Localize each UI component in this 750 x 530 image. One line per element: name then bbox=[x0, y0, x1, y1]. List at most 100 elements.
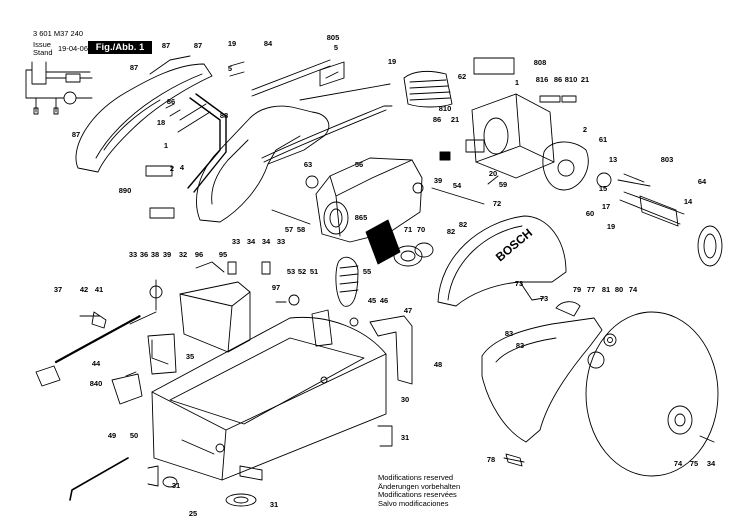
line-art bbox=[25, 55, 723, 507]
callout-74: 74 bbox=[629, 285, 638, 294]
callout-81: 81 bbox=[602, 285, 610, 294]
callout-72: 72 bbox=[493, 199, 501, 208]
base-assembly bbox=[147, 316, 393, 507]
callout-38: 38 bbox=[151, 250, 159, 259]
callout-46: 46 bbox=[380, 296, 388, 305]
callout-49: 49 bbox=[108, 431, 116, 440]
stand-label: Stand bbox=[33, 48, 53, 57]
callout-19: 19 bbox=[388, 57, 396, 66]
callout-17: 17 bbox=[602, 202, 610, 211]
callout-4: 4 bbox=[180, 163, 185, 172]
callout-47: 47 bbox=[404, 306, 412, 315]
callout-13: 13 bbox=[609, 155, 617, 164]
callout-53: 53 bbox=[287, 267, 295, 276]
callout-50: 50 bbox=[130, 431, 138, 440]
callout-60: 60 bbox=[586, 209, 594, 218]
callout-80: 80 bbox=[615, 285, 623, 294]
callout-31: 31 bbox=[270, 500, 278, 509]
callout-31: 31 bbox=[172, 481, 180, 490]
lower-guard bbox=[481, 301, 603, 467]
callout-48: 48 bbox=[434, 360, 442, 369]
callout-86: 86 bbox=[554, 75, 562, 84]
issue-label: Issue bbox=[33, 40, 51, 49]
callout-20: 20 bbox=[489, 169, 497, 178]
callout-33: 33 bbox=[277, 237, 285, 246]
cutting-disc bbox=[585, 311, 719, 477]
callout-73: 73 bbox=[515, 279, 523, 288]
hex-key bbox=[69, 457, 129, 501]
callout-19: 19 bbox=[228, 39, 236, 48]
callout-30: 30 bbox=[401, 395, 409, 404]
callout-87: 87 bbox=[194, 41, 202, 50]
callout-82: 82 bbox=[459, 220, 467, 229]
callout-2: 2 bbox=[583, 125, 587, 134]
callout-25: 25 bbox=[189, 509, 197, 518]
housing bbox=[196, 59, 393, 223]
callout-82: 82 bbox=[447, 227, 455, 236]
note-line: Modifications reserved bbox=[378, 473, 454, 482]
handle-assembly bbox=[75, 55, 227, 219]
callout-86: 86 bbox=[433, 115, 441, 124]
callout-18: 18 bbox=[157, 118, 165, 127]
callout-36: 36 bbox=[140, 250, 148, 259]
callout-74: 74 bbox=[674, 459, 683, 468]
callout-35: 35 bbox=[186, 352, 194, 361]
brush-ring bbox=[365, 219, 434, 267]
callout-5: 5 bbox=[334, 43, 338, 52]
callout-39: 39 bbox=[434, 176, 442, 185]
callout-75: 75 bbox=[690, 459, 698, 468]
callout-32: 32 bbox=[179, 250, 187, 259]
callout-54: 54 bbox=[453, 181, 462, 190]
callout-816: 816 bbox=[536, 75, 549, 84]
callout-1: 1 bbox=[515, 78, 519, 87]
callout-86: 86 bbox=[167, 97, 175, 106]
callout-95: 95 bbox=[219, 250, 227, 259]
callout-865: 865 bbox=[355, 213, 368, 222]
callout-97: 97 bbox=[272, 283, 280, 292]
modification-notes: Modifications reserved Änderungen vorbeh… bbox=[378, 473, 460, 508]
callout-15: 15 bbox=[599, 184, 607, 193]
callout-83: 83 bbox=[505, 329, 513, 338]
callout-62: 62 bbox=[458, 72, 466, 81]
blade-guard bbox=[437, 215, 567, 307]
callout-840: 840 bbox=[90, 379, 103, 388]
callout-37: 37 bbox=[54, 285, 62, 294]
callout-57: 57 bbox=[285, 225, 293, 234]
callout-34: 34 bbox=[707, 459, 716, 468]
callout-71: 71 bbox=[404, 225, 412, 234]
motor bbox=[403, 57, 723, 267]
callout-87: 87 bbox=[130, 63, 138, 72]
callout-88: 88 bbox=[220, 111, 228, 120]
callout-890: 890 bbox=[119, 186, 132, 195]
callout-78: 78 bbox=[487, 455, 495, 464]
callout-808: 808 bbox=[534, 58, 547, 67]
callout-59: 59 bbox=[499, 180, 507, 189]
callout-87: 87 bbox=[162, 41, 170, 50]
callout-21: 21 bbox=[581, 75, 589, 84]
callout-44: 44 bbox=[92, 359, 101, 368]
callout-64: 64 bbox=[698, 177, 707, 186]
callout-2: 2 bbox=[170, 164, 174, 173]
callout-34: 34 bbox=[247, 237, 256, 246]
callout-45: 45 bbox=[368, 296, 376, 305]
note-line: Salvo modificaciones bbox=[378, 498, 449, 508]
callout-810: 810 bbox=[439, 104, 452, 113]
callout-31: 31 bbox=[401, 433, 409, 442]
callout-5: 5 bbox=[228, 64, 232, 73]
callout-810: 810 bbox=[565, 75, 578, 84]
callout-39: 39 bbox=[163, 250, 171, 259]
issue-date: 19-04-06 bbox=[58, 44, 89, 53]
callout-1: 1 bbox=[164, 141, 168, 150]
note-line: Modifications reservées bbox=[378, 490, 457, 500]
callout-63: 63 bbox=[304, 160, 312, 169]
callout-51: 51 bbox=[310, 267, 318, 276]
callout-805: 805 bbox=[327, 33, 340, 42]
callout-14: 14 bbox=[684, 197, 693, 206]
callout-96: 96 bbox=[195, 250, 203, 259]
doc-number: 3 601 M37 240 bbox=[33, 29, 84, 38]
callout-79: 79 bbox=[573, 285, 581, 294]
callout-34: 34 bbox=[262, 237, 271, 246]
callout-87: 87 bbox=[72, 130, 80, 139]
